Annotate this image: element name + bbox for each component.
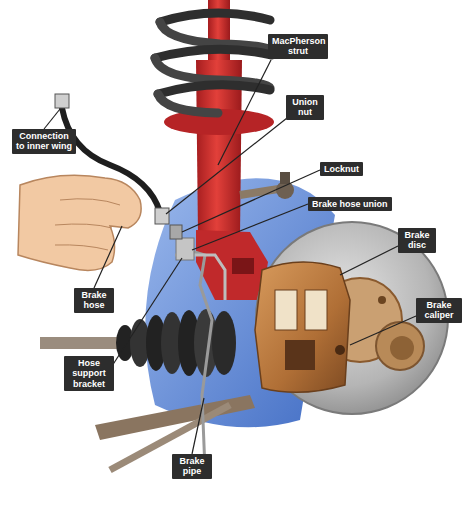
brake-hose — [55, 94, 182, 239]
brake-pipe — [188, 250, 212, 470]
strut-body — [232, 258, 254, 274]
part-label: MacPherson strut — [268, 34, 328, 59]
lower-arm — [110, 405, 230, 470]
part-label: Brake hose — [74, 288, 114, 313]
leader-lines — [340, 246, 398, 275]
coil-spring — [155, 13, 272, 113]
drive-shaft-boot — [212, 311, 236, 375]
hand — [18, 175, 141, 270]
brake-pipe — [175, 250, 225, 470]
part-label: Hose support bracket — [64, 356, 114, 391]
hand — [60, 199, 120, 205]
part-label: Connection to inner wing — [12, 129, 76, 154]
brake-caliper — [285, 340, 315, 370]
leader-lines — [166, 118, 287, 214]
coil-spring — [160, 13, 270, 22]
brake-disc — [390, 336, 414, 360]
leader-lines — [44, 109, 60, 129]
leader-lines — [112, 258, 182, 366]
brake-caliper — [255, 262, 350, 392]
leader-lines — [94, 226, 122, 288]
part-label: Brake pipe — [172, 454, 212, 479]
leader-lines — [192, 204, 308, 250]
drive-shaft-boot — [116, 309, 236, 377]
brake-disc — [378, 296, 386, 304]
part-label: Union nut — [286, 95, 324, 120]
hand — [55, 224, 112, 228]
brake-caliper — [335, 345, 345, 355]
ball-joint — [280, 172, 290, 184]
hand — [18, 175, 141, 270]
part-label: Brake caliper — [416, 298, 462, 323]
coil-spring — [158, 85, 270, 94]
drive-shaft — [40, 337, 120, 349]
leader-lines — [182, 170, 320, 232]
leader-lines — [350, 316, 416, 345]
coil-spring — [155, 49, 272, 58]
drive-shaft — [40, 337, 120, 349]
hose-support-bracket — [176, 238, 194, 260]
hose-support-bracket — [176, 238, 194, 260]
coil-spring — [158, 94, 218, 113]
hand — [55, 245, 108, 250]
brake-caliper — [255, 262, 350, 392]
part-label: Brake disc — [398, 228, 436, 253]
brake-caliper — [305, 290, 327, 330]
strut-body — [196, 230, 268, 300]
part-label: Locknut — [320, 162, 363, 176]
brake-disc — [376, 322, 424, 370]
leader-lines — [44, 60, 416, 454]
brake-hose — [62, 108, 160, 212]
brake-hose — [155, 208, 169, 224]
leader-lines — [192, 398, 204, 454]
brake-pipe — [175, 255, 225, 300]
brake-caliper — [275, 290, 297, 330]
leader-lines — [218, 60, 271, 165]
brake-hose — [55, 94, 69, 108]
brake-hose — [170, 225, 182, 239]
part-label: Brake hose union — [308, 197, 392, 211]
